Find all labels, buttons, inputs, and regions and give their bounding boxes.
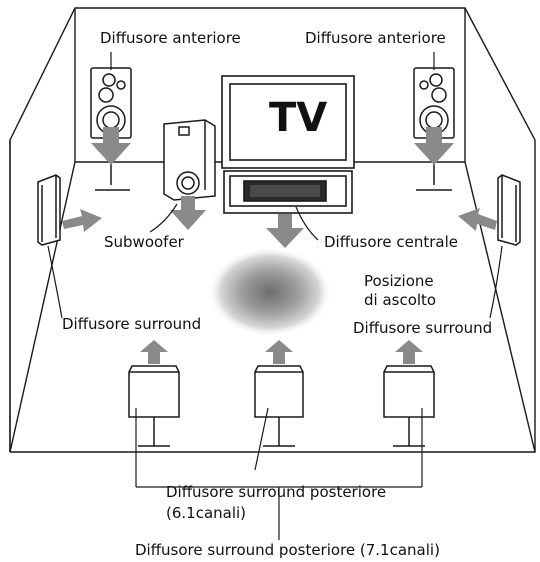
arrow-back-left bbox=[140, 340, 168, 364]
surround-right-speaker bbox=[497, 174, 521, 246]
label-surround-left: Diffusore surround bbox=[62, 315, 202, 333]
subwoofer-unit bbox=[163, 119, 216, 201]
label-front-right: Diffusore anteriore bbox=[305, 29, 446, 47]
back-speaker-left bbox=[128, 365, 180, 447]
label-subwoofer: Subwoofer bbox=[104, 233, 184, 251]
arrow-subwoofer bbox=[170, 196, 206, 230]
back-speaker-right bbox=[383, 365, 435, 447]
back-speaker-center bbox=[254, 365, 304, 447]
leader-lines bbox=[47, 52, 503, 540]
label-surround-back-7-1: Diffusore surround posteriore (7.1canali… bbox=[135, 541, 440, 559]
tv-label: TV bbox=[269, 95, 328, 141]
arrow-center bbox=[266, 214, 304, 248]
arrow-back-center bbox=[265, 340, 293, 364]
front-left-speaker bbox=[90, 67, 132, 191]
arrow-surround-right bbox=[458, 208, 497, 231]
arrow-front-right bbox=[414, 127, 454, 165]
label-surround-back-6-1: Diffusore surround posteriore (6.1canali… bbox=[166, 483, 387, 522]
label-center-speaker: Diffusore centrale bbox=[324, 233, 459, 251]
listening-spot bbox=[208, 247, 332, 337]
label-surround-right: Diffusore surround bbox=[353, 319, 493, 337]
arrow-surround-left bbox=[62, 209, 102, 232]
surround-left-speaker bbox=[37, 174, 61, 246]
label-listening-position: Posizione di ascolto bbox=[364, 272, 437, 309]
arrow-front-left bbox=[91, 127, 131, 165]
tv-set bbox=[221, 75, 355, 214]
back-speakers bbox=[128, 365, 435, 447]
sound-arrows bbox=[62, 127, 497, 364]
label-front-left: Diffusore anteriore bbox=[100, 29, 241, 47]
arrow-back-right bbox=[395, 340, 423, 364]
